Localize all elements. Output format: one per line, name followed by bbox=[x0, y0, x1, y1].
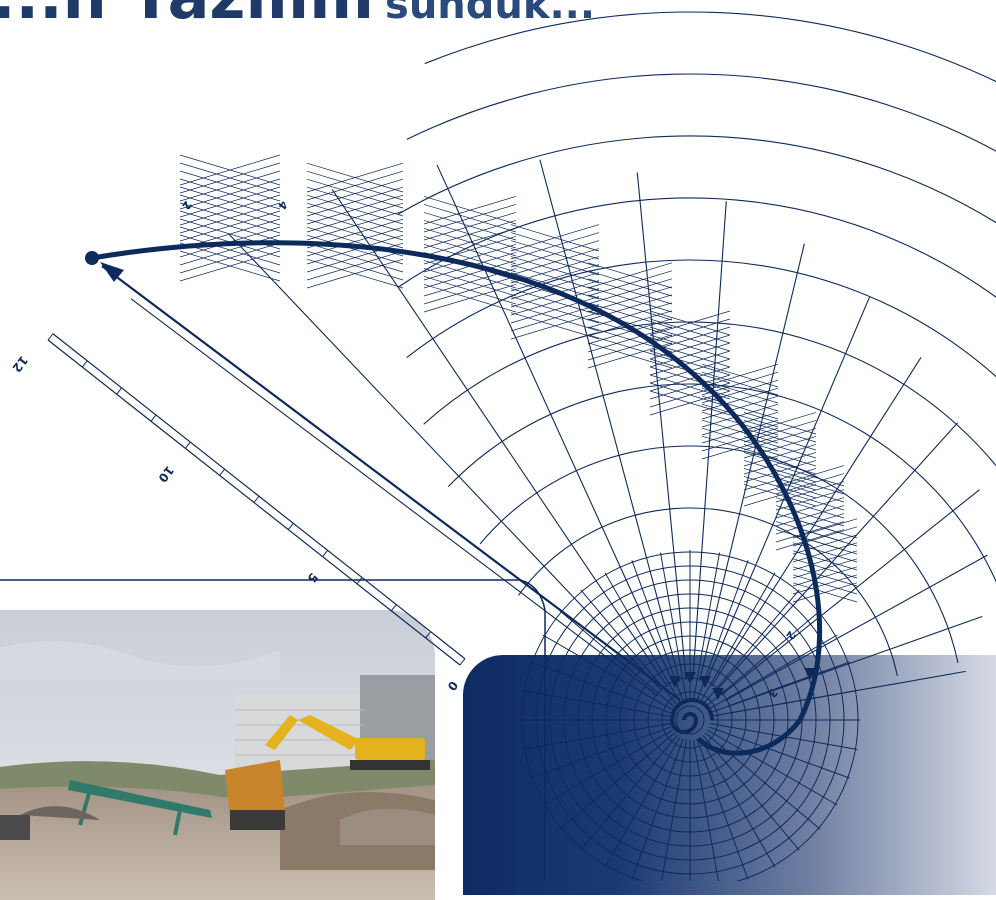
ruler-tick bbox=[81, 360, 88, 368]
main-curve bbox=[89, 240, 823, 756]
ruler-tick bbox=[47, 333, 54, 341]
fan-ray bbox=[636, 172, 687, 681]
grid-spoke bbox=[522, 722, 671, 751]
ruler-tick bbox=[150, 414, 157, 422]
fan-arc bbox=[406, 73, 996, 152]
fan-ray bbox=[436, 164, 674, 684]
page-title: ...n Yazılım sunduk... bbox=[0, 0, 595, 28]
ruler-label: 12 bbox=[9, 353, 30, 375]
ruler-tick bbox=[425, 631, 432, 639]
ruler-tick bbox=[390, 604, 397, 612]
fan-arc bbox=[406, 259, 996, 378]
fan-arc bbox=[397, 135, 996, 224]
hatch-block bbox=[743, 412, 817, 507]
arrowhead-icon bbox=[712, 688, 724, 700]
curve-start-dot bbox=[85, 251, 99, 265]
ruler-label: 10 bbox=[155, 463, 176, 485]
grid-spoke bbox=[580, 734, 678, 851]
fan-arc bbox=[397, 197, 996, 298]
hatch-block bbox=[792, 518, 858, 603]
fan-ray bbox=[539, 159, 681, 682]
grid-spoke bbox=[707, 729, 838, 806]
fan-ray bbox=[228, 233, 663, 692]
inner-spiral bbox=[669, 698, 714, 734]
fan-arc bbox=[424, 11, 996, 83]
ruler-tick bbox=[253, 495, 260, 503]
arrowhead-icon bbox=[100, 262, 124, 282]
polar-grid bbox=[130, 11, 996, 881]
hatch-block bbox=[423, 196, 517, 313]
fan-ray bbox=[729, 670, 966, 714]
grid-spoke bbox=[708, 726, 850, 779]
fan-ray bbox=[130, 298, 659, 697]
grid-spoke bbox=[631, 738, 684, 880]
grid-spoke bbox=[542, 634, 673, 711]
grid-spoke bbox=[661, 739, 688, 881]
grid-spoke bbox=[707, 634, 838, 711]
ruler-tick bbox=[219, 468, 226, 476]
grid-spoke bbox=[704, 732, 821, 830]
grid-spoke bbox=[604, 737, 681, 868]
grid-spoke bbox=[542, 729, 673, 806]
connector-line bbox=[0, 579, 546, 881]
title-large: ...n Yazılım bbox=[0, 0, 374, 33]
grid-spoke bbox=[522, 689, 671, 718]
hatched-sections bbox=[179, 154, 858, 603]
ruler-tick bbox=[322, 550, 329, 557]
ruler-label: 5 bbox=[304, 570, 320, 585]
fan-ray bbox=[705, 296, 871, 684]
excavator bbox=[265, 715, 430, 770]
grid-spoke bbox=[702, 589, 800, 706]
fan-ray bbox=[727, 616, 983, 708]
hatch-block bbox=[587, 262, 673, 369]
spiral-curve bbox=[85, 240, 823, 756]
ruler-label: 0 bbox=[444, 678, 460, 693]
construction-site-photo bbox=[0, 610, 435, 900]
fan-ray bbox=[331, 189, 669, 688]
ruler-tick bbox=[459, 658, 466, 666]
fan-arc bbox=[423, 321, 996, 467]
conveyor bbox=[68, 780, 212, 836]
grid-spoke bbox=[692, 739, 719, 881]
fan-ray bbox=[724, 554, 988, 702]
hatch-block bbox=[179, 154, 281, 282]
grid-spoke bbox=[559, 732, 676, 830]
title-small: sunduk... bbox=[385, 0, 596, 28]
arrowhead-icon bbox=[669, 676, 681, 688]
arrowhead-icon bbox=[684, 672, 696, 684]
fan-arc bbox=[518, 507, 898, 677]
grid-spoke bbox=[659, 552, 688, 701]
photo-illustration bbox=[0, 610, 435, 900]
grid-spoke bbox=[604, 572, 681, 703]
grid-spoke bbox=[530, 726, 672, 779]
arrowhead-icon bbox=[804, 668, 816, 680]
grid-spoke bbox=[699, 572, 776, 703]
radius-arrow bbox=[101, 265, 681, 701]
fan-ray bbox=[698, 243, 805, 682]
crusher bbox=[225, 760, 285, 830]
arrowhead-icon bbox=[699, 676, 711, 688]
grid-spoke bbox=[696, 738, 749, 880]
grid-spoke bbox=[692, 552, 721, 701]
hatch-block bbox=[649, 310, 731, 416]
fan-arc bbox=[447, 383, 996, 583]
grid-spoke bbox=[704, 610, 821, 708]
ruler-tick bbox=[184, 441, 191, 449]
grid-spoke bbox=[559, 610, 676, 708]
grid-spoke bbox=[530, 661, 672, 714]
grid-circle bbox=[675, 705, 705, 735]
hatch-block bbox=[510, 224, 600, 340]
grid-spoke bbox=[699, 737, 776, 868]
measuring-ruler bbox=[47, 333, 466, 666]
ruler-tick bbox=[116, 387, 123, 395]
hatch-block bbox=[306, 162, 404, 289]
ruler-tick bbox=[287, 522, 294, 530]
grid-spoke bbox=[702, 734, 800, 851]
